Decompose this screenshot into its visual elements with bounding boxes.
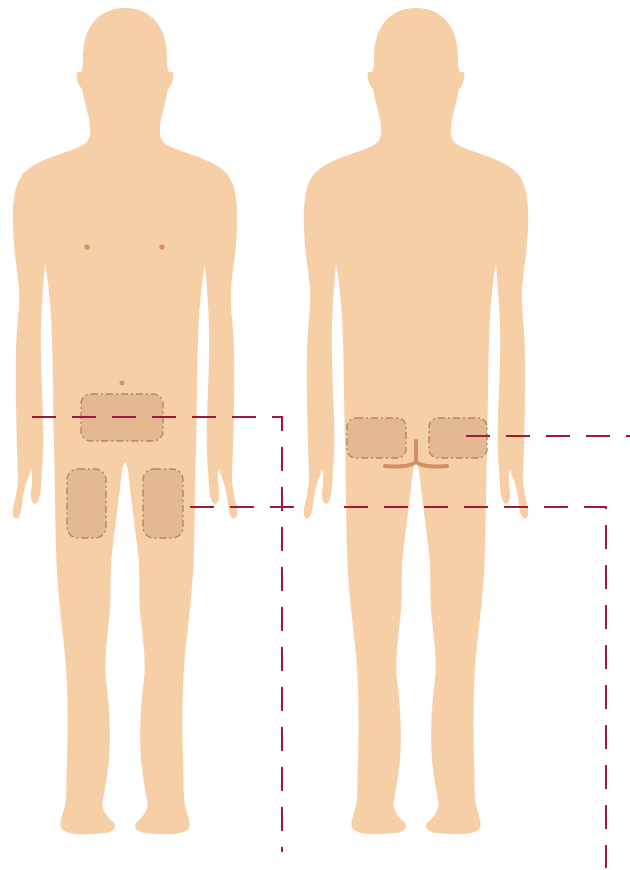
nipple-right <box>159 244 164 249</box>
navel <box>120 381 125 386</box>
front-figure <box>13 8 238 834</box>
left-buttock-injection-zone <box>347 418 406 458</box>
right-buttock-injection-zone <box>429 418 487 458</box>
left-thigh-injection-zone <box>67 469 106 538</box>
nipple-left <box>84 244 89 249</box>
right-thigh-injection-zone <box>143 469 183 538</box>
back-figure <box>304 8 529 834</box>
back-body-silhouette <box>304 8 529 834</box>
